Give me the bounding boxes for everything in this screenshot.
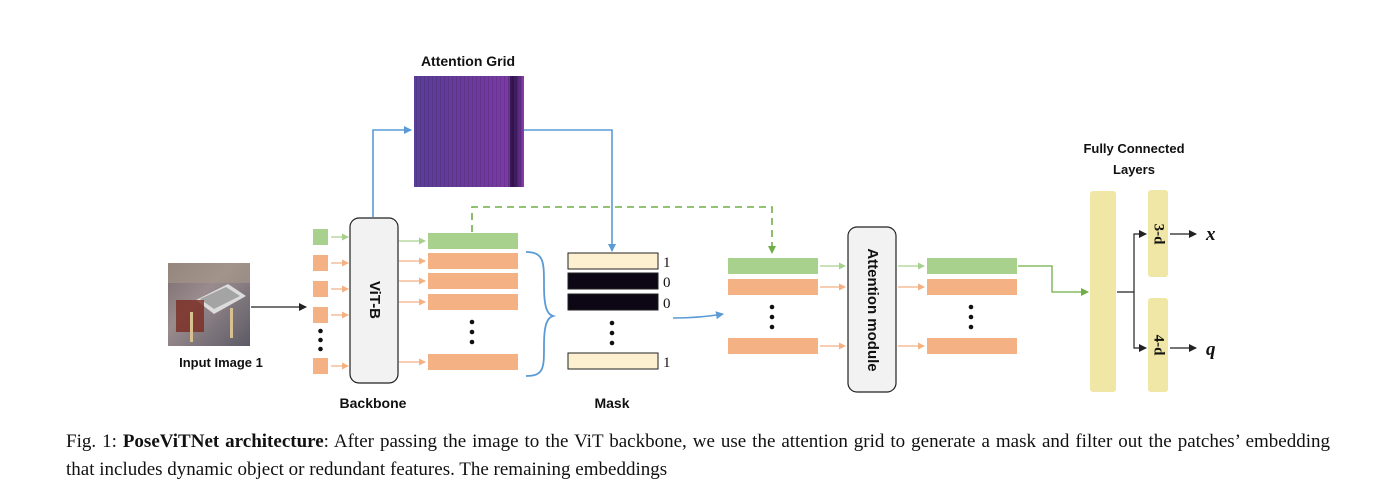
fc-label-line2: Layers [1113,162,1155,177]
mask-rows [567,252,659,370]
filtered-embeddings [728,258,818,354]
fc-label-line1: Fully Connected [1083,141,1184,156]
output-q-label: q [1206,339,1216,360]
fc-4d-label: 4-d [1151,335,1167,356]
embedding-brace [525,251,557,377]
caption-prefix: Fig. 1: [66,431,123,452]
attention-output-arrows [898,262,925,350]
caption-title: PoseViTNet architecture [122,431,324,452]
mask-value-4: 1 [663,355,671,371]
mask-label: Mask [594,395,629,411]
fc-to-4d-arrow [1133,292,1147,352]
fc-to-3d-arrow [1117,230,1147,293]
mask-to-filtered-arrow [672,311,724,320]
caption-text: : After passing the image to the ViT bac… [66,431,1330,480]
patch-embeddings [428,233,518,370]
input-patch-arrows [331,233,349,370]
fc-3d-layer [1148,190,1168,277]
backbone-to-grid-arrow [372,126,412,217]
fc-4d-layer [1148,298,1168,392]
input-image-label: Input Image 1 [179,355,263,370]
output-embeddings [927,258,1017,354]
vit-backbone-block [349,217,399,384]
attention-module-label: Attention module [864,248,881,371]
vit-label: ViT-B [366,281,383,319]
output-x-label: x [1205,224,1216,245]
figure-caption: Fig. 1: PoseViTNet architecture: After p… [66,428,1330,484]
attention-grid-label: Attention Grid [421,53,515,69]
backbone-label: Backbone [340,395,407,411]
mask-value-1: 1 [663,255,671,271]
class-token-skip-arrow [471,206,776,254]
input-image [168,263,250,346]
fc-main-layer [1090,191,1116,392]
mask-value-2: 0 [663,275,671,291]
class-token-to-fc-arrow [1018,265,1089,296]
input-patches [313,229,328,374]
backbone-output-arrows [399,237,426,366]
filtered-to-attention-arrows [820,262,846,350]
fc-3d-label: 3-d [1151,224,1167,245]
attention-module-block [847,226,897,393]
grid-to-mask-arrow [524,129,616,252]
attention-grid-image [414,76,524,187]
mask-value-3: 0 [663,296,671,312]
